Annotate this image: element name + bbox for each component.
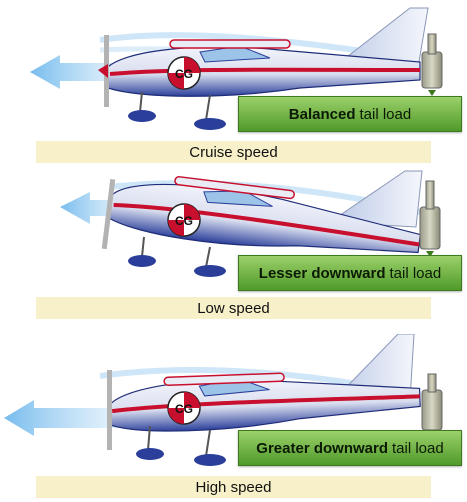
fuselage-stripe: [109, 67, 421, 76]
spinner: [98, 64, 108, 78]
nose-wheel: [128, 110, 156, 122]
load-emphasis: Balanced: [288, 105, 356, 123]
cruise-panel: CG Balanced tail load Cruise speed: [0, 0, 467, 167]
tail-weight: [421, 389, 443, 431]
speed-label: High speed: [36, 476, 431, 498]
tail-load-box: Lesser downward tail load: [238, 255, 462, 291]
wing: [163, 372, 285, 386]
load-arrow: [428, 90, 436, 96]
speed-label: Low speed: [36, 297, 431, 319]
nose-wheel: [136, 448, 164, 460]
tail-load-box: Greater downward tail load: [238, 430, 462, 466]
wing: [174, 176, 295, 200]
tail-weight: [419, 206, 441, 250]
load-suffix: tail load: [389, 264, 442, 282]
airplane-cruise: CG: [30, 7, 443, 130]
main-wheel: [194, 265, 226, 277]
low-speed-panel: CG Lesser downward tail load Low speed: [0, 167, 467, 334]
main-wheel: [194, 118, 226, 130]
propeller: [107, 370, 112, 450]
fuselage-stripe: [111, 394, 420, 414]
fuselage-stripe: [113, 202, 420, 247]
airplane-low-speed: CG: [60, 170, 441, 277]
propeller: [101, 179, 116, 250]
load-suffix: tail load: [359, 105, 412, 123]
nose-wheel: [128, 255, 156, 267]
wing: [169, 39, 291, 49]
high-speed-panel: CG Greater downward tail load High speed: [0, 334, 467, 501]
tail-load-box: Balanced tail load: [238, 96, 462, 132]
tail-weight: [421, 51, 443, 89]
cg-label: CG: [175, 214, 193, 228]
airplane-high-speed: CG: [4, 334, 443, 466]
speed-label: Cruise speed: [36, 141, 431, 163]
load-emphasis: Lesser downward: [258, 264, 386, 282]
main-wheel: [194, 454, 226, 466]
tail-fin: [328, 170, 423, 228]
cg-label: CG: [175, 402, 193, 416]
load-suffix: tail load: [392, 439, 444, 457]
cg-label: CG: [175, 67, 193, 81]
load-arrow: [426, 251, 434, 257]
load-emphasis: Greater downward: [256, 439, 388, 457]
